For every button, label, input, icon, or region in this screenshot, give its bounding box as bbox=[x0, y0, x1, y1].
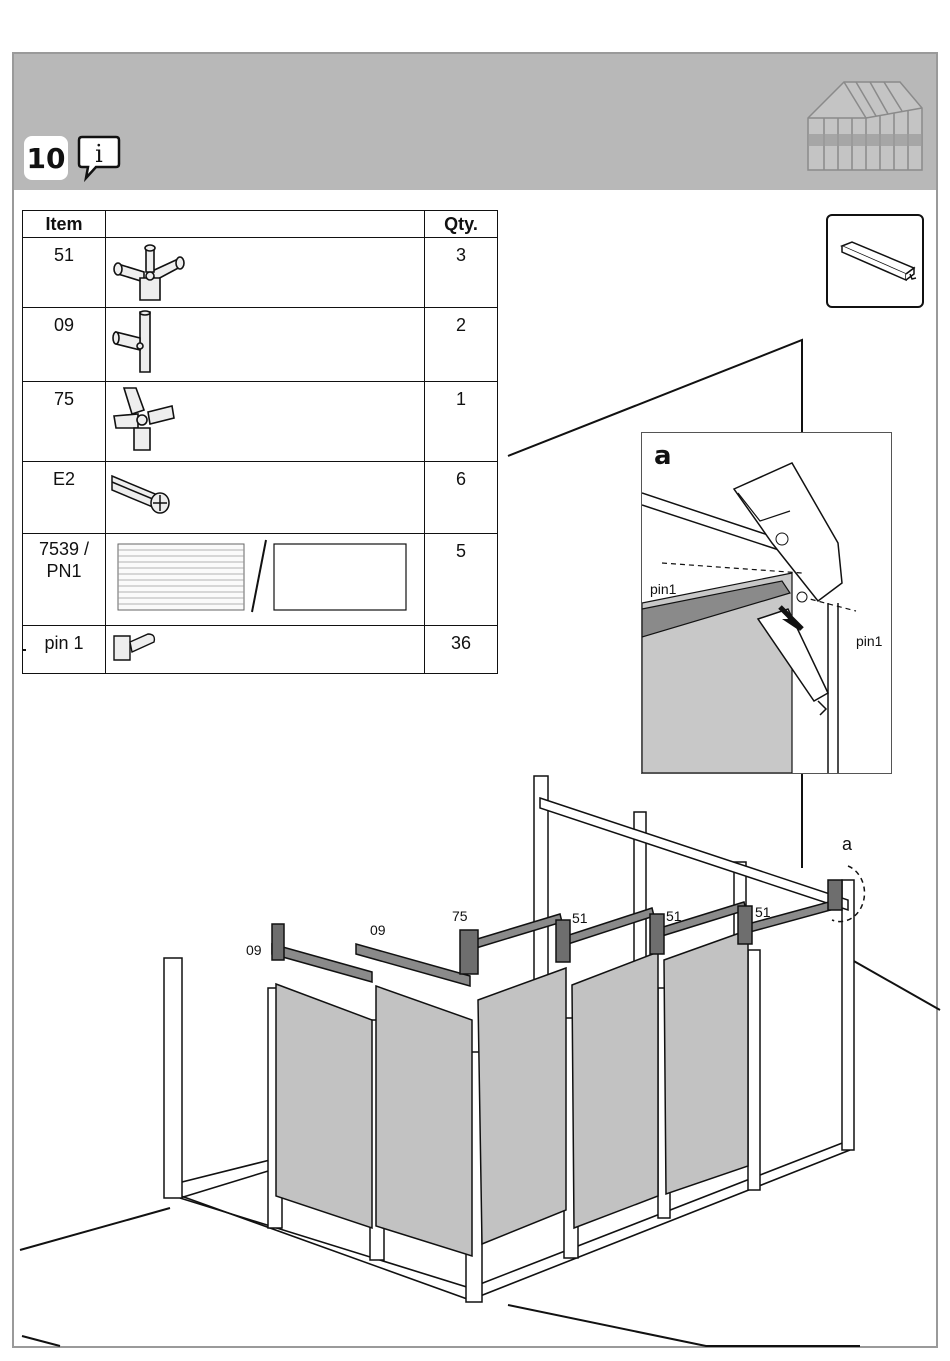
part-label-51: 51 bbox=[666, 908, 682, 924]
part-label-51: 51 bbox=[572, 910, 588, 926]
detail-letter: a bbox=[654, 441, 672, 471]
callout-a-label: a bbox=[842, 834, 852, 855]
part-label-51: 51 bbox=[755, 904, 771, 920]
part-label-75: 75 bbox=[452, 908, 468, 924]
part-label-09: 09 bbox=[370, 922, 386, 938]
detail-illustration bbox=[642, 433, 891, 773]
pin1-label: pin1 bbox=[650, 581, 676, 597]
detail-box-a: a pin1 pin1 bbox=[641, 432, 892, 774]
part-label-09: 09 bbox=[246, 942, 262, 958]
pin1-label: pin1 bbox=[856, 633, 882, 649]
